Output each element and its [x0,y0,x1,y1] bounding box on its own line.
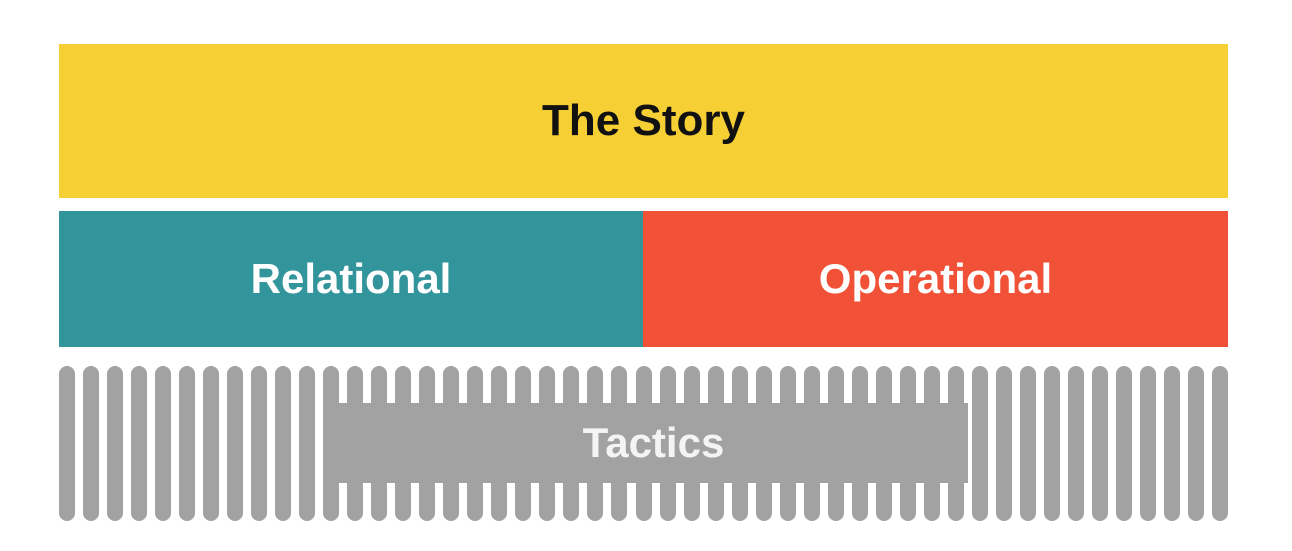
tactics-label: Tactics [582,419,725,466]
relational-label: Relational [250,255,452,302]
tactic-slat [83,366,99,521]
tactic-slat [203,366,219,521]
relational-layer: Relational [59,211,643,347]
tactic-slat [1068,366,1084,521]
tactic-slat [155,366,171,521]
operational-layer: Operational [643,211,1228,347]
tactic-slat [59,366,75,521]
tactic-slat [227,366,243,521]
tactic-slat [107,366,123,521]
tactic-slat [251,366,267,521]
tactic-slat [1140,366,1156,521]
operational-label: Operational [818,255,1053,302]
tactic-slat [1116,366,1132,521]
tactic-slat [972,366,988,521]
tactic-slat [1092,366,1108,521]
tactic-slat [275,366,291,521]
tactic-slat [1212,366,1228,521]
tactic-slat [179,366,195,521]
tactic-slat [1044,366,1060,521]
tactic-slat [323,366,339,521]
tactic-slat [1164,366,1180,521]
tactics-layer: Tactics [59,366,1228,521]
tactic-slat [996,366,1012,521]
tactics-band: Tactics [339,403,968,483]
story-label: The Story [542,96,745,145]
tactic-slat [299,366,315,521]
tactic-slat [1188,366,1204,521]
tactic-slat [1020,366,1036,521]
story-layer: The Story [59,44,1228,198]
tactic-slat [131,366,147,521]
